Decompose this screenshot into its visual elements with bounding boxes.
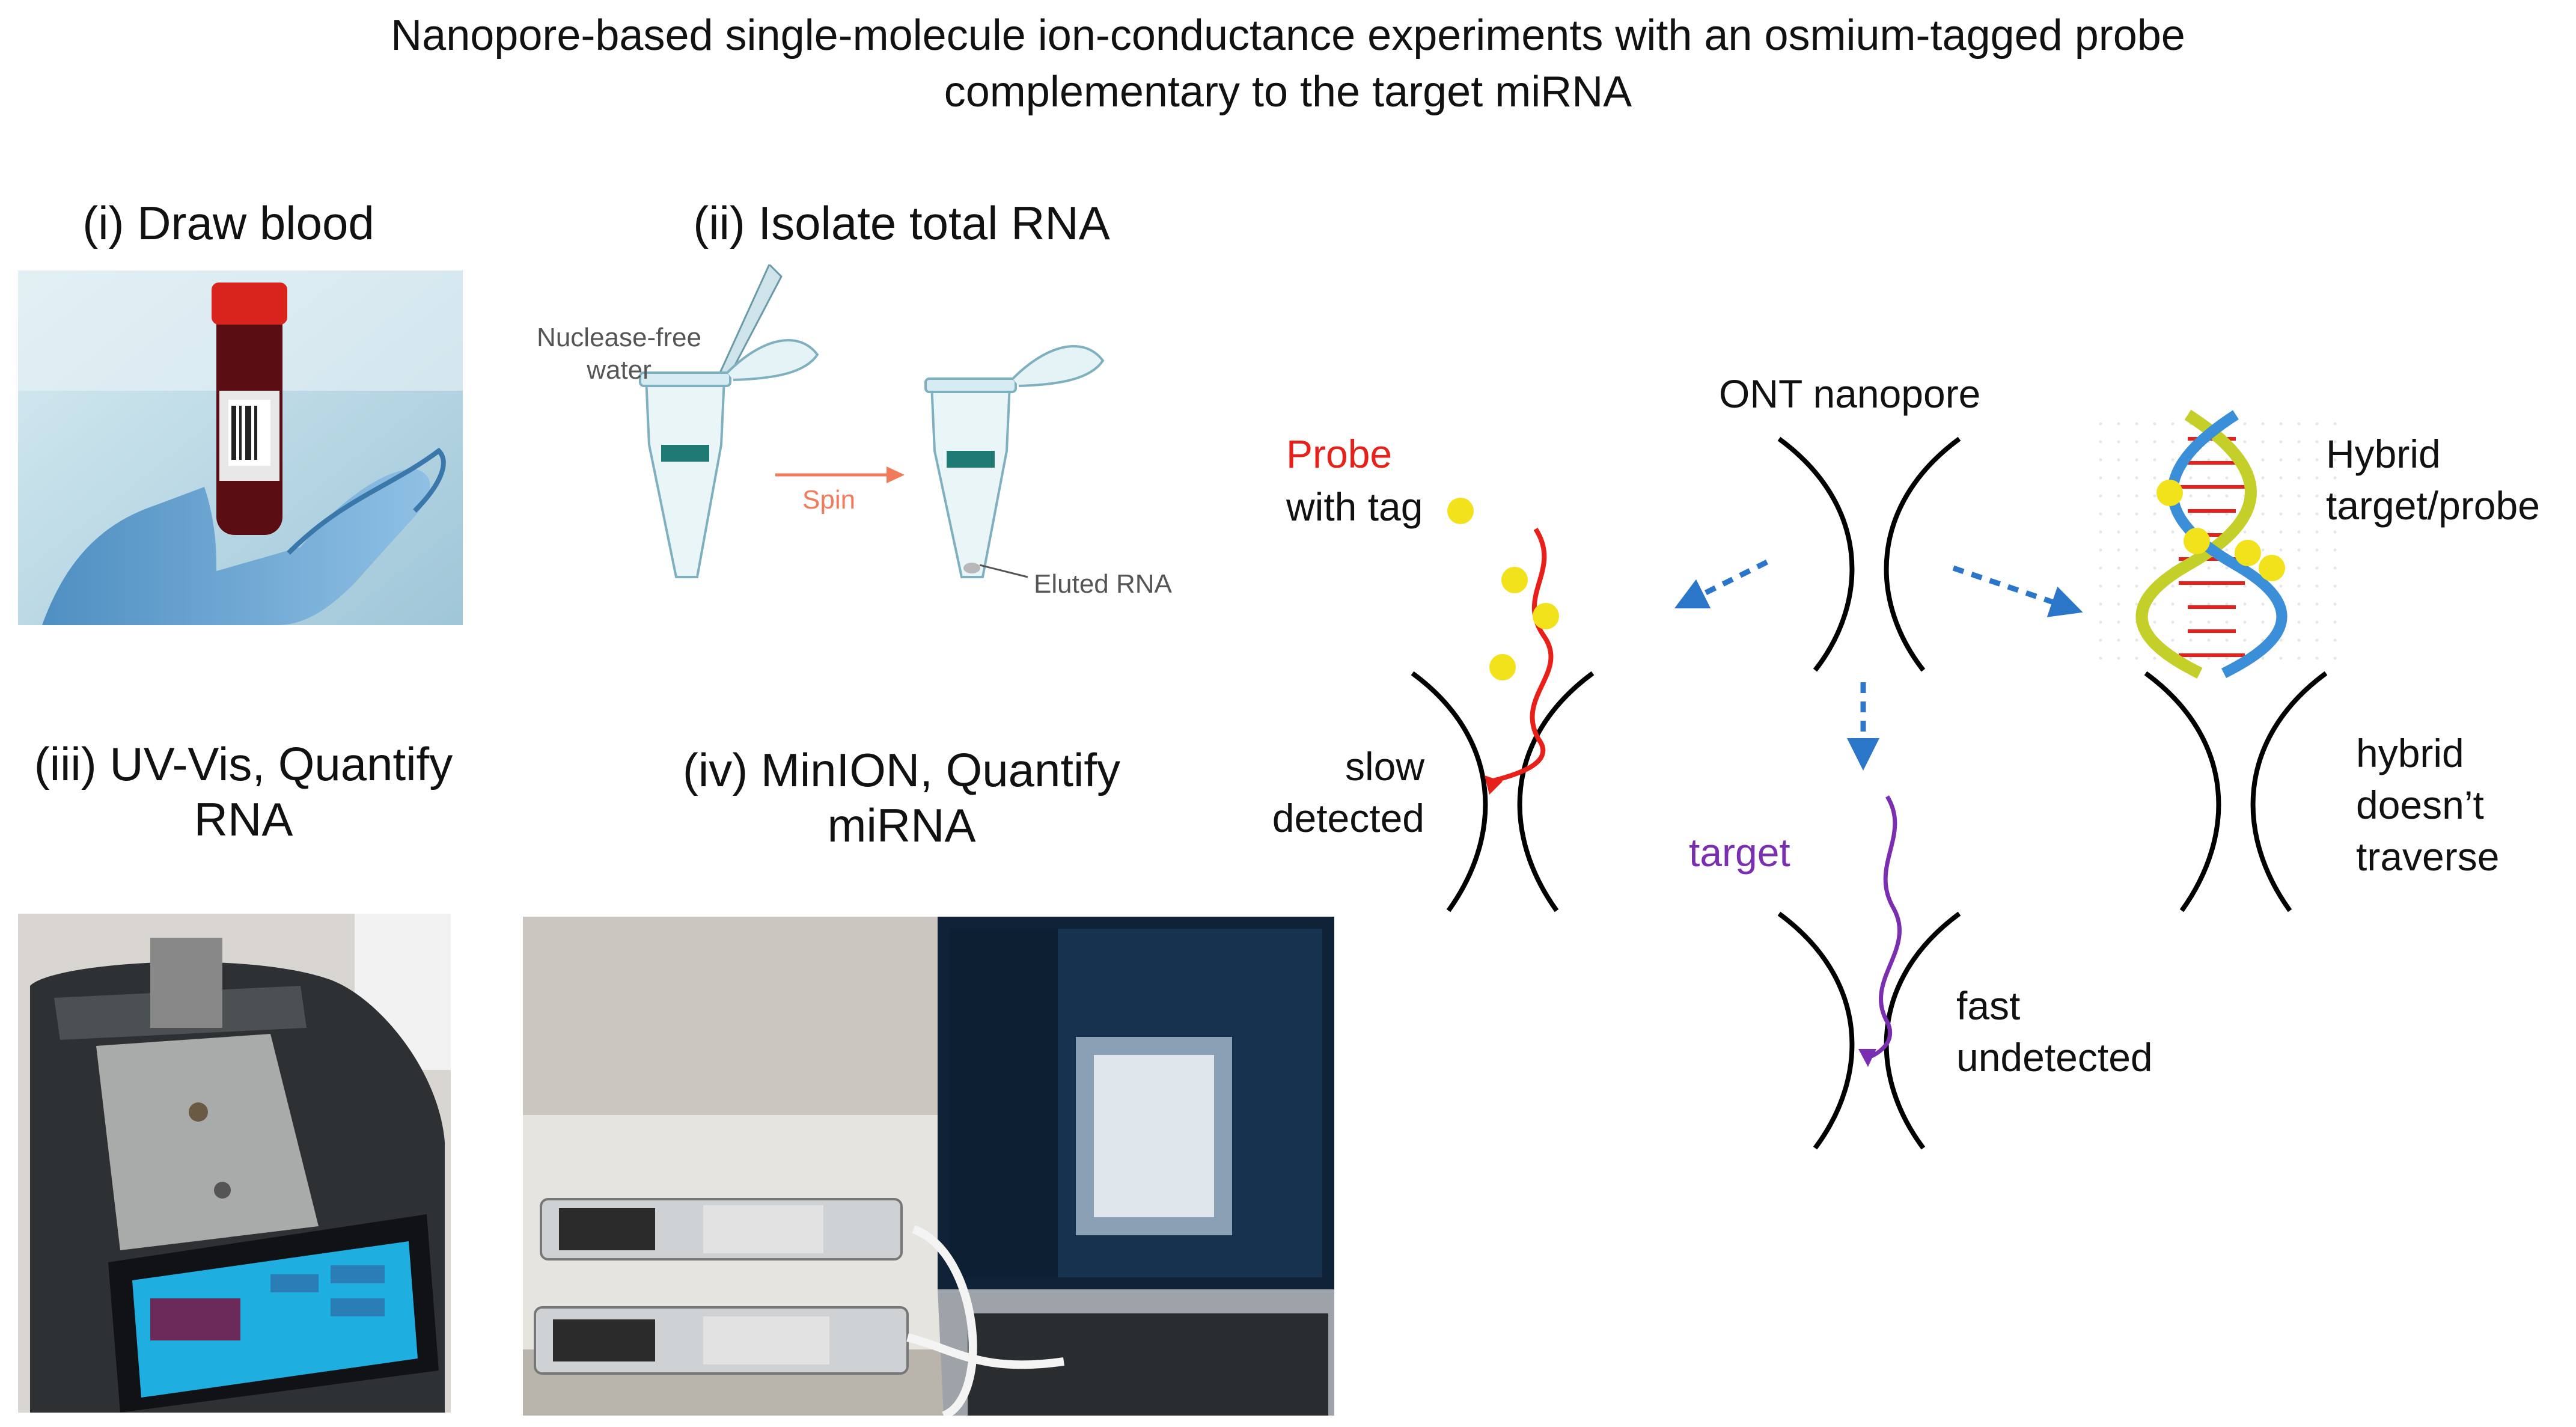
- figure-title: Nanopore-based single-molecule ion-condu…: [0, 7, 2576, 120]
- slow-label: slow: [1344, 744, 1424, 789]
- step-iii-heading: (iii) UV-Vis, Quantify RNA: [6, 736, 481, 847]
- fast-label: fast: [1956, 983, 2021, 1028]
- target-strand: [1866, 795, 1902, 1060]
- spin-label: Spin: [802, 485, 856, 515]
- osmium-tag: [1489, 654, 1516, 680]
- fast-undetected-label: fast undetected: [1956, 980, 2197, 1083]
- arrow-to-probe: [1674, 559, 1769, 609]
- osmium-tag: [1501, 567, 1528, 593]
- probe-label: Probe: [1286, 432, 1393, 476]
- hybrid-helix: [2092, 409, 2344, 679]
- uv-vis-spectrophotometer-photo: [18, 914, 451, 1413]
- fast-undetected-pore: [1777, 911, 1961, 1150]
- probe-strand: [1490, 527, 1554, 784]
- hybrid-outcome-line-2: doesn’t: [2356, 783, 2484, 827]
- blood-draw-photo: [18, 270, 463, 625]
- slow-detected-label: slow detected: [1238, 741, 1424, 844]
- figure-title-line-1: Nanopore-based single-molecule ion-condu…: [391, 11, 2185, 60]
- hybrid-blocked-pore: [2144, 671, 2328, 912]
- detected-label: detected: [1272, 796, 1424, 840]
- with-tag-label: with tag: [1286, 484, 1423, 529]
- hybrid-label: Hybrid target/probe: [2326, 428, 2576, 531]
- water-label-line-2: water: [587, 355, 652, 385]
- spin-column-tube-after: [924, 345, 1105, 578]
- eluted-rna-label: Eluted RNA: [1034, 569, 1172, 599]
- hybrid-outcome-line-3: traverse: [2356, 834, 2500, 879]
- rna-isolation-schematic: [639, 264, 1105, 578]
- hybrid-label-line-2: target/probe: [2326, 483, 2540, 528]
- arrow-to-hybrid: [1952, 565, 2083, 617]
- undetected-label: undetected: [1956, 1035, 2153, 1080]
- figure-title-line-2: complementary to the target miRNA: [944, 68, 1632, 116]
- minion-sequencer-photo: [523, 917, 1334, 1416]
- water-label: Nuclease-free water: [523, 322, 715, 387]
- step-iv-line-1: (iv) MinION, Quantify: [682, 744, 1121, 796]
- slow-detected-pore: [1411, 671, 1595, 912]
- step-iii-line-2: RNA: [194, 793, 293, 846]
- water-label-line-1: Nuclease-free: [537, 323, 701, 352]
- osmium-tag: [1533, 603, 1559, 629]
- step-iii-line-1: (iii) UV-Vis, Quantify: [34, 738, 453, 790]
- ont-nanopore-pore: [1777, 436, 1961, 672]
- hybrid-label-line-1: Hybrid: [2326, 432, 2441, 476]
- ont-nanopore-label: ONT nanopore: [1719, 371, 1981, 416]
- step-iv-heading: (iv) MinION, Quantify miRNA: [637, 742, 1166, 853]
- spin-column-tube-before: [639, 339, 819, 578]
- step-i-heading: (i) Draw blood: [82, 197, 374, 249]
- hybrid-outcome-line-1: hybrid: [2356, 731, 2464, 775]
- step-iv-line-2: miRNA: [827, 799, 976, 852]
- target-label: target: [1689, 830, 1790, 875]
- hybrid-outcome-label: hybrid doesn’t traverse: [2356, 727, 2560, 882]
- step-ii-heading: (ii) Isolate total RNA: [693, 197, 1110, 249]
- legend-tag-dot: [1447, 498, 1474, 524]
